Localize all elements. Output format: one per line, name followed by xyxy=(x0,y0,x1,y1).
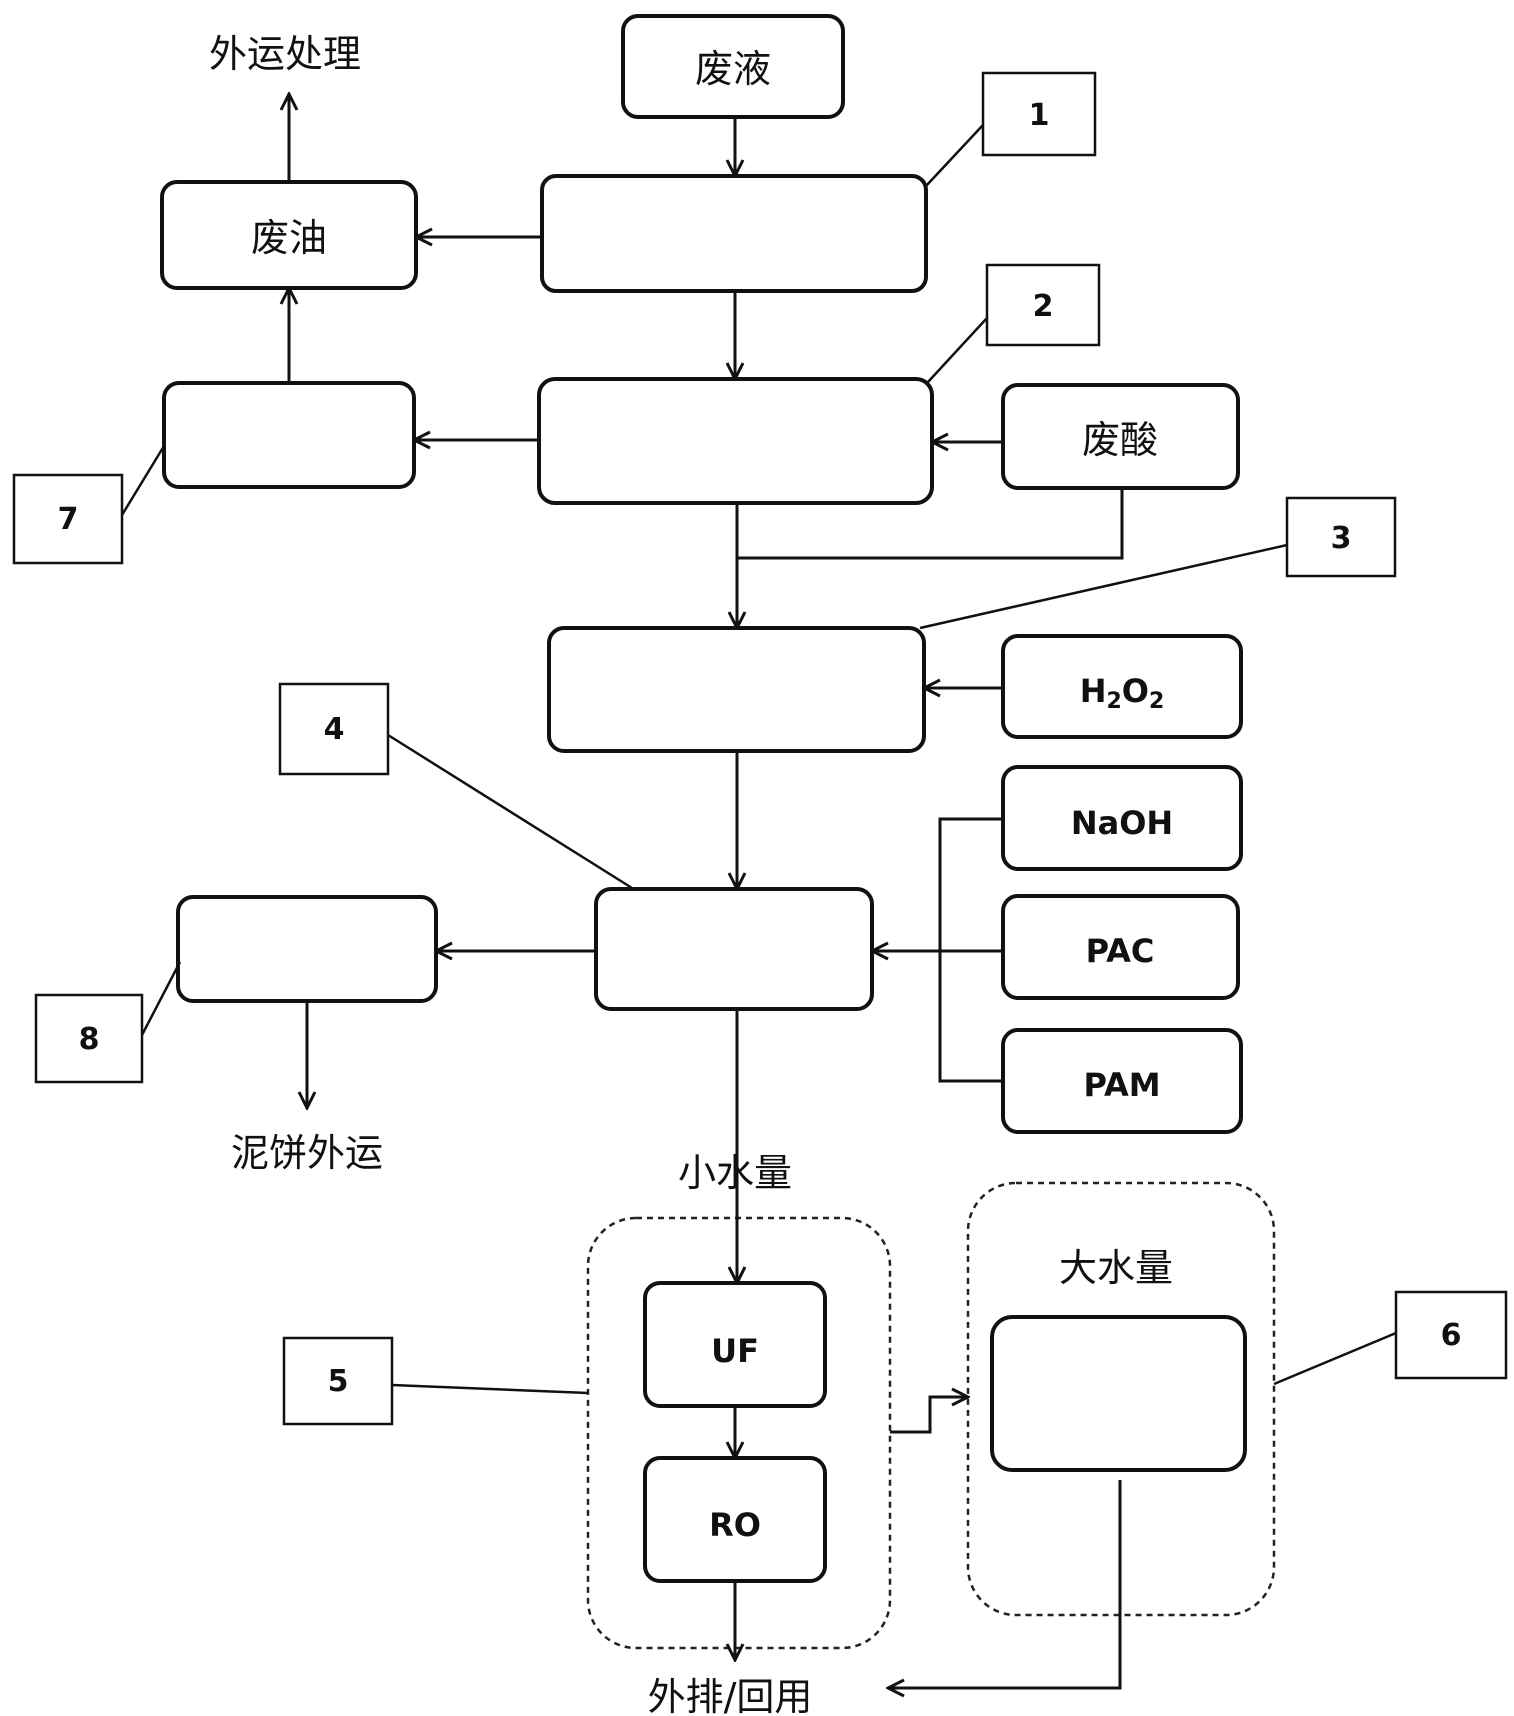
waste-oil-label: 废油 xyxy=(251,216,327,260)
svg-text:7: 7 xyxy=(58,502,79,537)
leader-lines xyxy=(120,124,1397,1395)
h2o2-label: H2O2 xyxy=(1080,672,1165,714)
pam-label: PAM xyxy=(1083,1066,1160,1104)
uf-label: UF xyxy=(711,1332,759,1370)
waste-liquid-box: 废液 xyxy=(621,14,845,119)
waste-acid-label: 废酸 xyxy=(1082,418,1158,462)
ro-box: RO xyxy=(643,1456,827,1583)
process-box-4 xyxy=(594,887,874,1011)
discharge-reuse-label: 外排/回用 xyxy=(648,1675,813,1716)
naoh-label: NaOH xyxy=(1071,804,1173,842)
svg-text:2: 2 xyxy=(1033,289,1054,324)
svg-text:6: 6 xyxy=(1441,1318,1462,1353)
uf-box: UF xyxy=(643,1281,827,1408)
large-volume-label: 大水量 xyxy=(1059,1246,1173,1290)
tag-3: 3 xyxy=(1285,496,1397,578)
tag-1: 1 xyxy=(981,71,1097,157)
svg-text:4: 4 xyxy=(324,712,345,747)
tag-4: 4 xyxy=(278,682,390,776)
process-box-2 xyxy=(537,377,934,505)
waste-oil-box: 废油 xyxy=(160,180,418,290)
process-box-8 xyxy=(176,895,438,1003)
sludge-cake-out-label: 泥饼外运 xyxy=(231,1131,383,1175)
pac-label: PAC xyxy=(1086,932,1155,970)
tag-7: 7 xyxy=(12,473,124,565)
svg-text:3: 3 xyxy=(1331,521,1352,556)
svg-text:8: 8 xyxy=(79,1022,100,1057)
tag-2: 2 xyxy=(985,263,1101,347)
process-box-1 xyxy=(540,174,928,293)
process-box-3 xyxy=(547,626,926,753)
pam-box: PAM xyxy=(1001,1028,1243,1134)
h2o2-box: H2O2 xyxy=(1001,634,1243,739)
svg-text:1: 1 xyxy=(1029,98,1050,133)
tag-6: 6 xyxy=(1394,1290,1508,1380)
svg-text:5: 5 xyxy=(328,1364,349,1399)
process-box-6 xyxy=(990,1315,1247,1472)
ro-label: RO xyxy=(709,1506,761,1544)
tag-8: 8 xyxy=(34,993,144,1084)
outsourced-treatment-label: 外运处理 xyxy=(209,32,361,76)
pac-box: PAC xyxy=(1001,894,1240,1000)
process-box-7 xyxy=(162,381,416,489)
waste-acid-box: 废酸 xyxy=(1001,383,1240,490)
flow-arrows xyxy=(289,94,1124,1688)
small-volume-label: 小水量 xyxy=(678,1151,792,1195)
tag-5: 5 xyxy=(282,1336,394,1426)
naoh-box: NaOH xyxy=(1001,765,1243,871)
waste-liquid-label: 废液 xyxy=(695,47,771,91)
